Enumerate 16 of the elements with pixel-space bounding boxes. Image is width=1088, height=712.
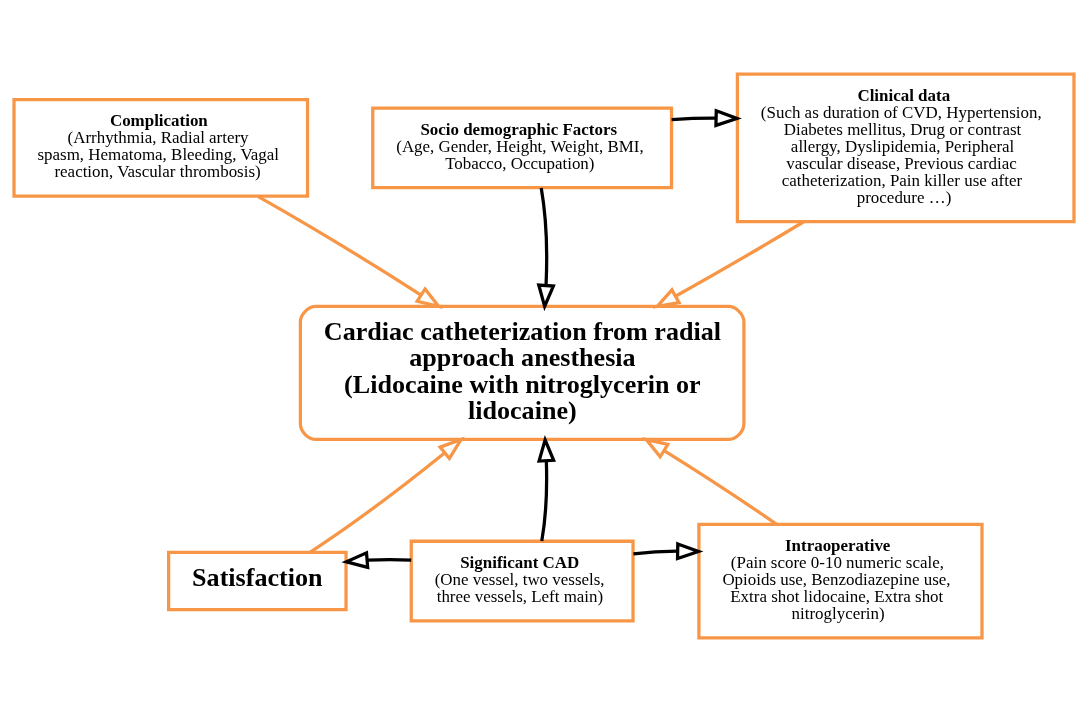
node-box: Significant CAD (One vessel, two vessels, three vessels, Left main) <box>409 539 635 623</box>
arrow <box>671 108 742 128</box>
arrow <box>257 195 443 310</box>
node-box: Clinical data (Such as duration of CVD, Hypertension, Diabetes mellitus, Drug or contrast allergy, Dyslipidemia, Peripheral vascular disease, Previous cardiac catheterization, Pain killer use after procedure …) <box>735 72 1076 224</box>
node-box: Socio demographic Factors (Age, Gender, Height, Weight, BMI, Tobacco, Occupation) <box>371 106 674 190</box>
node-box: Intraoperative (Pain score 0-10 numeric scale, Opioids use, Benzodiazepine use, Extra shot lidocaine, Extra shot nitroglycerin) <box>697 522 984 640</box>
arrow <box>536 434 556 542</box>
arrow <box>341 550 412 570</box>
arrow <box>536 187 556 312</box>
node-box: Complication (Arrhythmia, Radial artery spasm, Hematoma, Bleeding, Vagal reaction, Vascular thrombosis) <box>12 98 310 198</box>
arrow <box>642 436 778 526</box>
node-box: Satisfaction <box>167 550 348 612</box>
arrow <box>633 541 704 561</box>
node-box: Cardiac catheterization from radial approach anesthesia (Lidocaine with nitroglycerin or lidocaine) <box>298 304 746 442</box>
arrow <box>309 436 465 554</box>
arrow <box>652 220 805 309</box>
